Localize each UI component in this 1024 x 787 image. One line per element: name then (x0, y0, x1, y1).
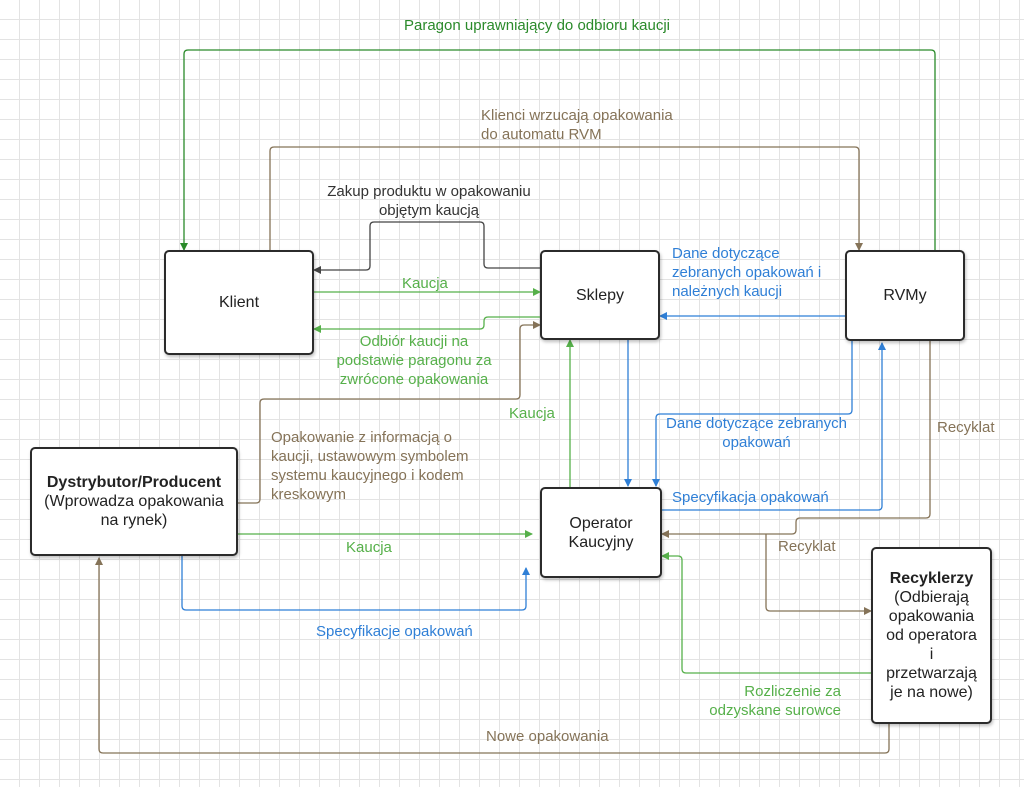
arrow-recyklat-operator-recyklerzy (765, 534, 872, 615)
label-dane-rvm-sklepy: Dane dotyczące zebranych opakowań i nale… (672, 245, 822, 300)
node-sklepy-label: Sklepy (575, 286, 625, 304)
node-klient-label: Klient (218, 294, 260, 311)
node-recyklerzy-line: i (929, 646, 934, 663)
arrow-specyfikacja (661, 342, 886, 511)
label-opakowanie: Opakowanie z informacją o kaucji, ustawo… (271, 429, 469, 503)
node-recyklerzy-title: Recyklerzy (889, 570, 974, 587)
node-sklepy[interactable]: Sklepy (540, 250, 660, 340)
node-recyklerzy-line: od operatora (886, 627, 977, 644)
node-dystrybutor[interactable]: Dystrybutor/Producent (Wprowadza opakowa… (30, 447, 238, 556)
node-operator-line1: Operator (569, 514, 633, 532)
label-kaucja-klient-sklepy: Kaucja (402, 275, 448, 292)
arrow-odbior (313, 316, 540, 333)
label-zakup: Zakup produktu w opakowaniu objętym kauc… (327, 183, 531, 219)
label-paragon: Paragon uprawniający do odbioru kaucji (404, 17, 671, 34)
arrow-dane-rvm-operator (652, 341, 853, 487)
label-odbior: Odbiór kaucji na podstawie paragonu za z… (336, 333, 492, 388)
arrow-paragon (180, 49, 936, 252)
label-nowe-opakowania: Nowe opakowania (486, 728, 609, 745)
label-rozliczenie: Rozliczenie za odzyskane surowce (709, 683, 841, 719)
node-recyklerzy-line: (Odbierają (894, 589, 969, 606)
node-dystrybutor-title: Dystrybutor/Producent (46, 474, 222, 491)
arrow-nowe-opakowania (95, 557, 890, 754)
node-dystrybutor-line1: (Wprowadza opakowania (44, 493, 224, 510)
node-rvmy[interactable]: RVMy (845, 250, 965, 341)
arrow-klienci-rvm (269, 146, 863, 251)
node-operator-line2: Kaucyjny (568, 533, 634, 551)
node-recyklerzy-line: je na nowe) (890, 684, 973, 701)
node-klient[interactable]: Klient (164, 250, 314, 355)
label-klienci-rvm: Klienci wrzucają opakowania do automatu … (481, 107, 673, 143)
label-recyklat-mid: Recyklat (778, 538, 836, 555)
arrow-recyklat-rvm-operator (661, 341, 931, 538)
label-kaucja-operator-sklepy: Kaucja (509, 405, 555, 422)
arrow-rozliczenie (661, 552, 871, 674)
node-dystrybutor-line2: na rynek) (100, 512, 168, 529)
arrow-zakup (313, 221, 540, 274)
node-rvmy-label: RVMy (883, 287, 927, 304)
label-dane-rvm-operator: Dane dotyczące zebranych opakowań (666, 415, 847, 451)
arrow-opakowanie (238, 321, 541, 504)
node-recyklerzy[interactable]: Recyklerzy (Odbierają opakowania od oper… (871, 547, 992, 724)
node-recyklerzy-line: opakowania (888, 608, 975, 625)
arrow-specyfikacje (181, 556, 530, 611)
label-recyklat-right: Recyklat (937, 419, 995, 436)
node-operator[interactable]: Operator Kaucyjny (540, 487, 662, 578)
label-kaucja-dystr-operator: Kaucja (346, 539, 392, 556)
label-specyfikacje-opakowan: Specyfikacje opakowań (316, 623, 473, 640)
label-specyfikacja-opakowan: Specyfikacja opakowań (672, 489, 829, 506)
node-recyklerzy-line: przetwarzają (886, 665, 977, 682)
